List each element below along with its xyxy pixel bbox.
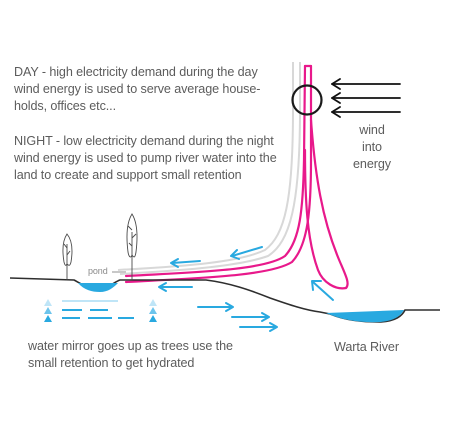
turbine-rotor-icon (291, 84, 323, 116)
ground-arrow-2 (231, 312, 270, 322)
pond-water (78, 283, 118, 292)
level-triangles-right (149, 299, 157, 322)
wind-label-line-2: into (362, 140, 382, 154)
ground-flow-arrows (197, 302, 278, 332)
day-text-line-1: DAY - high electricity demand during the… (14, 65, 258, 79)
wind-arrow-2 (331, 92, 401, 104)
blue-flow-arrows (158, 246, 334, 301)
ground-arrow-1 (197, 302, 234, 312)
day-text-line-3: holds, offices etc... (14, 99, 116, 113)
pipe-arrow-1 (170, 258, 201, 268)
wind-label-line-1: wind (359, 123, 385, 137)
pipe-arrow-3 (158, 282, 193, 292)
pond-label: pond (88, 266, 108, 276)
pipe-arrow-2 (230, 246, 263, 260)
grey-flow-lines (117, 62, 301, 275)
magenta-flow-lines (124, 64, 349, 290)
tree-icon-left (62, 233, 73, 280)
water-mirror-text-line-2: small retention to get hydrated (28, 356, 195, 370)
water-mirror-text-line-1: water mirror goes up as trees use the (28, 339, 233, 353)
night-text-line-3: land to create and support small retenti… (14, 168, 242, 182)
river-water (326, 310, 404, 323)
river-label: Warta River (334, 340, 399, 354)
day-text-line-2: wind energy is used to serve average hou… (14, 82, 261, 96)
ground-arrow-3 (239, 322, 278, 332)
wind-arrows (331, 78, 401, 118)
night-text-line-2: wind energy is used to pump river water … (14, 151, 277, 165)
wind-arrow-1 (331, 78, 401, 90)
wind-arrow-3 (331, 106, 401, 118)
level-triangles-left (44, 299, 52, 322)
night-text-line-1: NIGHT - low electricity demand during th… (14, 134, 274, 148)
water-mirror-levels (62, 300, 134, 319)
tree-icon-right (126, 213, 138, 280)
river-up-arrow (311, 280, 334, 301)
wind-label-line-3: energy (353, 157, 391, 171)
